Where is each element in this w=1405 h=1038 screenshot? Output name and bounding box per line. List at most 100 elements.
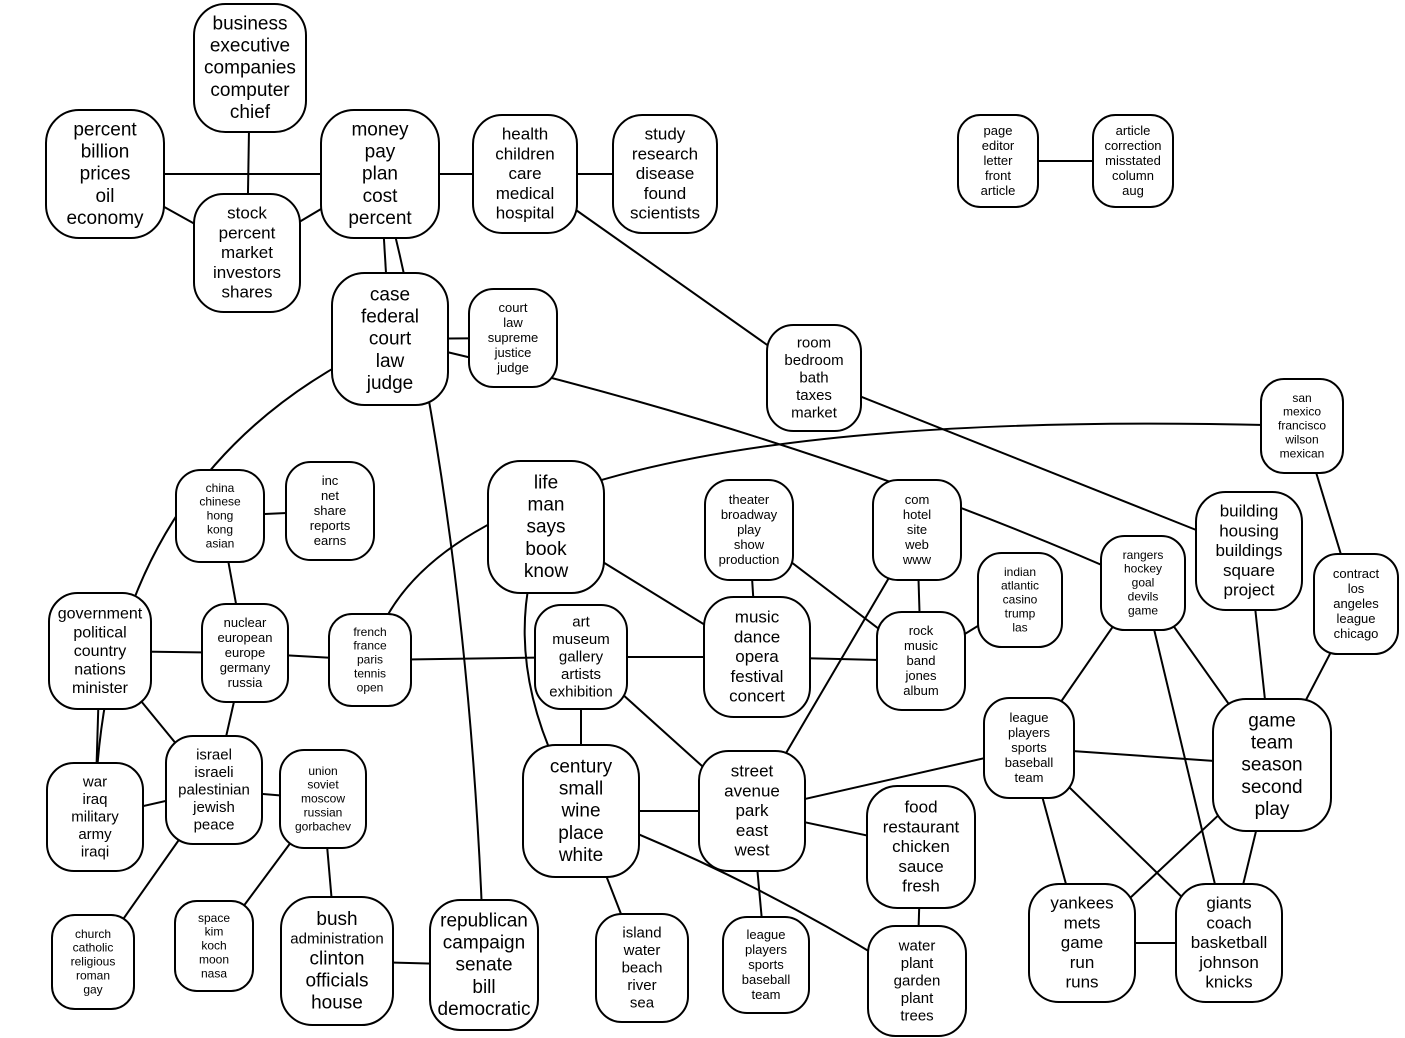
topic-word: companies xyxy=(204,58,296,79)
topic-node-box xyxy=(872,479,962,581)
topic-word: supreme xyxy=(488,330,539,345)
topic-word: avenue xyxy=(724,781,780,800)
topic-node-box xyxy=(698,750,806,872)
topic-word: aug xyxy=(1122,183,1144,198)
topic-word: food xyxy=(904,798,937,817)
topic-node-box xyxy=(328,613,412,707)
topic-word: iraq xyxy=(82,791,107,808)
topic-word: cost xyxy=(363,186,399,207)
topic-word: hospital xyxy=(496,204,555,223)
topic-word: prices xyxy=(80,164,131,185)
topic-word: country xyxy=(74,643,126,660)
topic-node-box xyxy=(703,596,811,718)
topic-word: stock xyxy=(227,204,267,223)
topic-word: page xyxy=(984,123,1013,138)
topic-word: los xyxy=(1348,581,1365,596)
topic-word: billion xyxy=(81,142,130,163)
topic-word: square xyxy=(1223,561,1275,580)
topic-word: music xyxy=(904,638,938,653)
topic-word: housing xyxy=(1219,521,1279,540)
topic-word: sauce xyxy=(898,857,943,876)
topic-word: market xyxy=(791,404,838,421)
topic-node-box xyxy=(722,916,810,1014)
topic-word: judge xyxy=(496,360,529,375)
topic-word: players xyxy=(1008,725,1050,740)
topic-node-box xyxy=(866,785,976,909)
topic-word: bath xyxy=(799,370,828,387)
topic-word: season xyxy=(1241,755,1302,776)
topic-word: life xyxy=(534,473,558,494)
topic-word: park xyxy=(735,801,769,820)
topic-word: market xyxy=(221,243,273,262)
topic-word: reports xyxy=(310,518,351,533)
topic-word: federal xyxy=(361,307,419,328)
topic-word: island xyxy=(622,925,661,942)
topic-word: league xyxy=(1009,710,1048,725)
topic-word: rangers xyxy=(1123,548,1164,562)
topic-word: court xyxy=(369,329,412,350)
topic-node-box xyxy=(612,114,718,234)
topic-word: museum xyxy=(552,631,610,648)
topic-word: small xyxy=(559,779,603,800)
topic-word: league xyxy=(1336,611,1375,626)
topic-node-box xyxy=(983,697,1075,799)
topic-word: france xyxy=(353,639,387,653)
topic-word: church xyxy=(75,927,111,941)
topic-word: festival xyxy=(731,667,784,686)
topic-word: hong xyxy=(207,509,234,523)
topic-node-box xyxy=(595,913,689,1023)
topic-word: indian xyxy=(1004,565,1036,579)
topic-word: angeles xyxy=(1333,596,1379,611)
topic-word: dance xyxy=(734,627,780,646)
topic-word: devils xyxy=(1128,590,1159,604)
topic-word: says xyxy=(526,517,565,538)
topic-word: run xyxy=(1070,953,1095,972)
topic-word: mexico xyxy=(1283,405,1321,419)
topic-word: wine xyxy=(560,801,600,822)
topic-word: french xyxy=(353,625,386,639)
topic-word: building xyxy=(1220,502,1279,521)
topic-word: campaign xyxy=(443,933,525,954)
topic-word: river xyxy=(627,977,656,994)
topic-word: baseball xyxy=(1005,755,1054,770)
topic-word: kim xyxy=(205,925,224,939)
topic-word: investors xyxy=(213,263,281,282)
topic-word: gorbachev xyxy=(295,819,351,833)
topic-node-box xyxy=(193,193,301,313)
topic-word: military xyxy=(71,809,119,826)
topic-word: sports xyxy=(748,957,784,972)
topic-word: israel xyxy=(196,747,232,764)
topic-word: site xyxy=(907,522,927,537)
edge-case-war xyxy=(94,338,391,818)
topic-word: trump xyxy=(1005,607,1036,621)
topic-word: san xyxy=(1292,391,1311,405)
edge-san-french xyxy=(369,422,1303,661)
topic-word: las xyxy=(1012,620,1027,634)
topic-word: jones xyxy=(904,668,937,683)
topic-word: catholic xyxy=(73,941,114,955)
topic-word: fresh xyxy=(902,877,940,896)
topic-node-box xyxy=(704,479,794,581)
topic-node-box xyxy=(279,749,367,849)
topic-word: artists xyxy=(561,666,601,683)
topic-word: restaurant xyxy=(883,817,960,836)
topic-word: space xyxy=(198,911,230,925)
topic-word: koch xyxy=(201,939,226,953)
topic-word: editor xyxy=(982,138,1015,153)
topic-node-box xyxy=(193,3,307,133)
topic-word: republican xyxy=(440,911,528,932)
topic-word: game xyxy=(1128,603,1158,617)
topic-word: play xyxy=(737,522,761,537)
